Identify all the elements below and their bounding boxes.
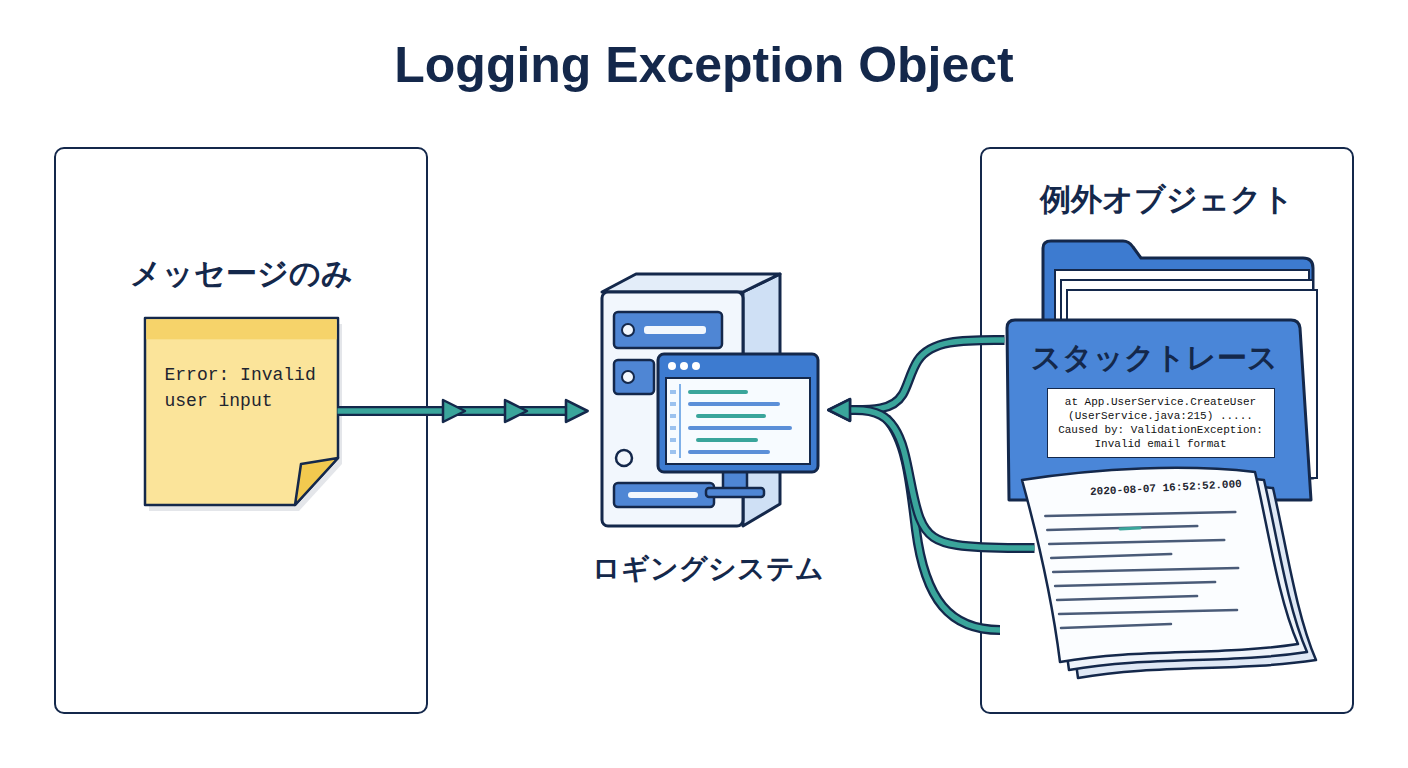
monitor-base [706, 488, 764, 497]
server-bar [628, 492, 698, 498]
code-line [688, 450, 770, 454]
line-number [670, 438, 676, 442]
folder-title: スタックトレース [1005, 338, 1305, 379]
line-number [670, 450, 676, 454]
decoration [886, 418, 1000, 630]
paper-sheet [1022, 467, 1298, 661]
shape-outline [588, 268, 828, 588]
system-label: ロギングシステム [578, 550, 838, 588]
server-top [602, 274, 780, 292]
diagram-title: Logging Exception Object [0, 40, 1408, 90]
line-number [670, 414, 676, 418]
log-line [1045, 512, 1235, 516]
stack-trace-folder: スタックトレース at App.UserService.CreateUser (U… [1005, 238, 1315, 505]
log-line [1049, 540, 1224, 544]
code-line [696, 414, 766, 418]
log-highlight [1120, 528, 1140, 529]
sticky-note: Error: Invalid user input [145, 318, 338, 505]
log-line [1061, 624, 1171, 628]
log-line [1051, 554, 1171, 558]
monitor-dot [692, 362, 700, 370]
message-panel: Error: Invalid user input メッセージのみ [54, 147, 428, 714]
exception-panel: スタックトレース at App.UserService.CreateUser (U… [980, 147, 1354, 714]
monitor-dot [680, 362, 688, 370]
code-line [688, 390, 748, 394]
screen-gutter [679, 384, 681, 458]
server-light [622, 324, 634, 336]
line-number [670, 390, 676, 394]
note-fold [295, 458, 338, 505]
shape-outline [145, 318, 338, 505]
log-line [1057, 596, 1197, 600]
chevron [443, 400, 465, 422]
code-line [696, 438, 758, 442]
code-line [688, 402, 780, 406]
code-line [688, 426, 792, 430]
server-slot [614, 483, 714, 507]
line-number [670, 426, 676, 430]
log-line [1059, 610, 1237, 614]
arrow-strand [886, 418, 1000, 630]
log-line [1047, 526, 1197, 530]
server-slot [614, 312, 722, 348]
monitor-screen [666, 378, 810, 464]
server-button [616, 450, 632, 466]
log-line [1055, 582, 1215, 586]
note-text: Error: Invalid user input [165, 362, 335, 414]
server-bar [644, 326, 706, 334]
panel-heading: メッセージのみ [56, 253, 426, 295]
monitor-dot [668, 362, 676, 370]
log-paper: 2020-08-07 16:52:52.000 [1035, 458, 1310, 686]
monitor-body [658, 354, 818, 472]
logging-system: ロギングシステム [588, 268, 828, 588]
server-light [622, 371, 634, 383]
log-line [1053, 568, 1238, 572]
note-body [145, 318, 338, 505]
arrow-outline [338, 406, 567, 416]
flow-arrow [338, 411, 567, 412]
arrow-strand-outline [886, 418, 1000, 630]
chevron [505, 400, 527, 422]
server-slot [614, 360, 654, 394]
panel-heading: 例外オブジェクト [982, 179, 1352, 221]
chevrons [443, 400, 527, 422]
arrow-body [338, 408, 567, 414]
note-band [146, 319, 336, 339]
stack-trace: at App.UserService.CreateUser (UserServi… [1047, 388, 1275, 458]
line-number [670, 402, 676, 406]
